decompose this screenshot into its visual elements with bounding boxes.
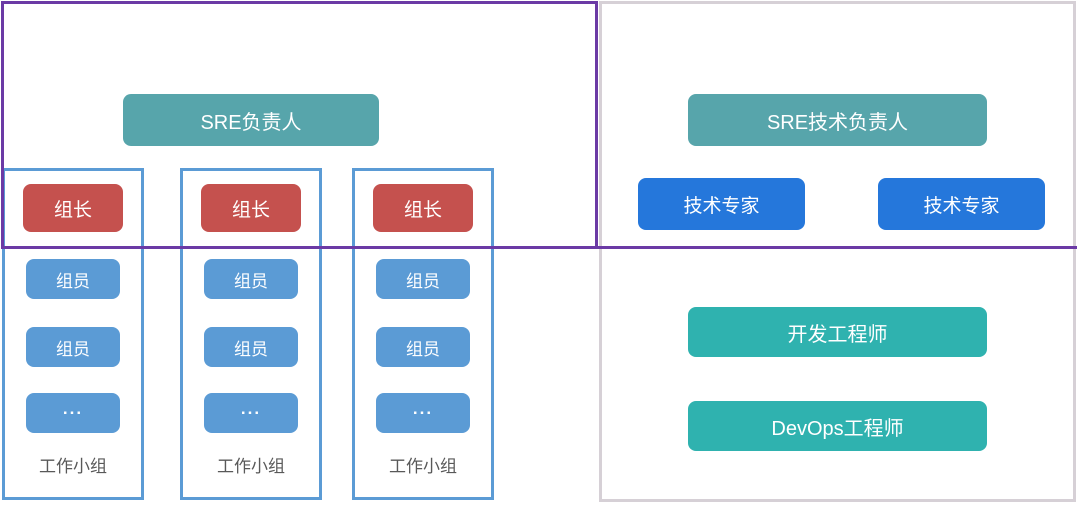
- member-box: 组员: [204, 259, 298, 299]
- workgroup-caption: 工作小组: [389, 457, 457, 476]
- tech-expert-box: 技术专家: [878, 178, 1045, 230]
- ellipsis-box: ...: [376, 393, 470, 433]
- ellipsis-box: ...: [204, 393, 298, 433]
- member-box: 组员: [26, 259, 120, 299]
- workgroup-caption: 工作小组: [217, 457, 285, 476]
- sre-lead-title-box: SRE负责人: [123, 94, 379, 146]
- leader-box: 组长: [373, 184, 473, 232]
- team-column-2: 组长 组员 组员 ... 工作小组: [180, 168, 322, 500]
- devops-engineer-box: DevOps工程师: [688, 401, 987, 451]
- member-box: 组员: [376, 327, 470, 367]
- member-box: 组员: [376, 259, 470, 299]
- tech-expert-box: 技术专家: [638, 178, 805, 230]
- team-column-3: 组长 组员 组员 ... 工作小组: [352, 168, 494, 500]
- leader-box: 组长: [201, 184, 301, 232]
- member-box: 组员: [204, 327, 298, 367]
- leader-box: 组长: [23, 184, 123, 232]
- sre-tech-lead-title-box: SRE技术负责人: [688, 94, 987, 146]
- workgroup-caption: 工作小组: [39, 457, 107, 476]
- dev-engineer-box: 开发工程师: [688, 307, 987, 357]
- member-box: 组员: [26, 327, 120, 367]
- ellipsis-box: ...: [26, 393, 120, 433]
- right-region-outline: [599, 1, 1076, 502]
- team-column-1: 组长 组员 组员 ... 工作小组: [2, 168, 144, 500]
